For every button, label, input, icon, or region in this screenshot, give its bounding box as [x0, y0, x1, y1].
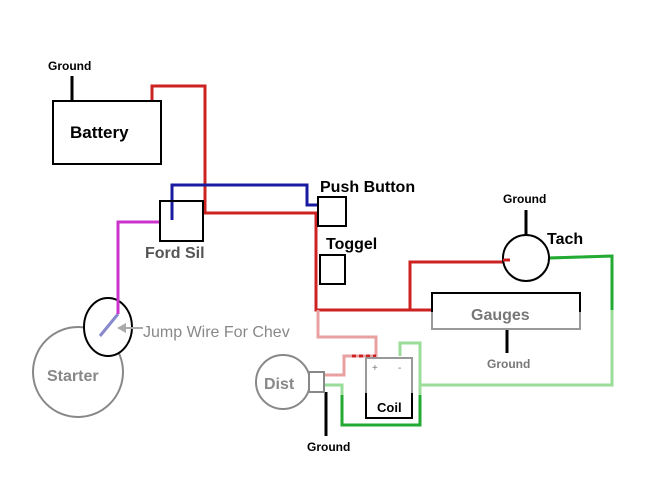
- gauges-label: Gauges: [471, 307, 530, 324]
- ground-label-dist: Ground: [307, 440, 350, 454]
- tach-gauge: [502, 234, 550, 282]
- dist-label: Dist: [264, 376, 295, 393]
- distributor-terminal: [308, 371, 325, 393]
- battery-label: Battery: [70, 123, 129, 142]
- ford-sil-label: Ford Sil: [145, 245, 205, 262]
- wire-jump-inner: [98, 313, 120, 337]
- wire-starter: [116, 220, 160, 312]
- starter-label: Starter: [47, 368, 99, 385]
- push-button-label: Push Button: [320, 179, 415, 196]
- jump-wire-label: Jump Wire For Chev: [143, 324, 290, 341]
- wire-tach-dark: [548, 254, 614, 310]
- push-button-box: [317, 196, 347, 227]
- coil-label: Coil: [377, 400, 402, 415]
- wire-dist-coil-dark: [340, 395, 422, 427]
- tach-label: Tach: [547, 231, 583, 248]
- ground-label-battery: Ground: [48, 59, 91, 73]
- toggel-label: Toggel: [326, 236, 377, 253]
- jump-wire-arrowhead: [117, 323, 126, 333]
- coil-minus: -: [398, 363, 401, 374]
- toggel-box: [319, 254, 346, 285]
- battery-box: [52, 100, 162, 165]
- ground-label-tach: Ground: [503, 192, 546, 206]
- coil-plus: +: [372, 363, 378, 374]
- wire-push-button: [170, 183, 318, 220]
- ford-sil-box: [159, 200, 204, 242]
- coil-box: [365, 357, 413, 419]
- ground-label-gauges: Ground: [487, 357, 530, 371]
- coil-box-bottom: [365, 393, 413, 419]
- wire-battery-positive: [150, 84, 506, 312]
- gauges-box-top: [431, 292, 581, 312]
